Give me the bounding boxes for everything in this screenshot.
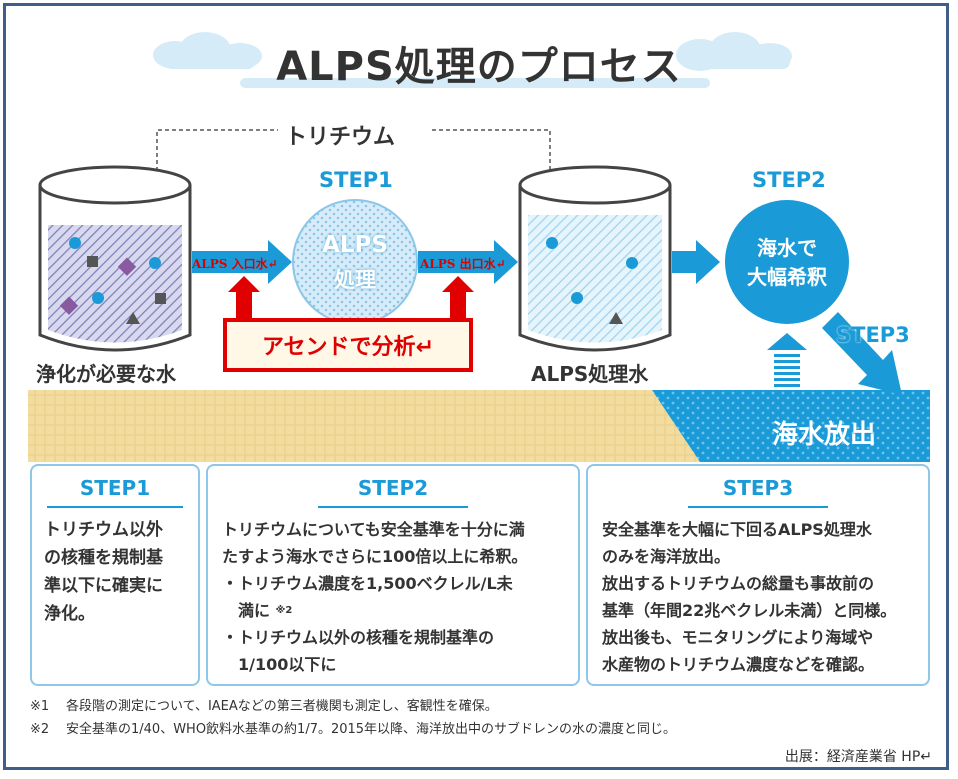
divider [47,506,183,508]
outlet-label: ALPS 出口水↵ [420,257,506,271]
step1-line: トリチウム以外 [44,520,163,540]
step3-line: のみを海洋放出。 [602,547,731,566]
outer-frame [3,3,949,770]
step3-label: STEP3 [836,323,910,347]
sea-release-label: 海水放出 [772,420,877,450]
footnote-1: ※1 各段階の測定について、IAEAなどの第三者機関も測定し、客観性を確保。 [30,695,498,714]
footnote-text: 各段階の測定について、IAEAなどの第三者機関も測定し、客観性を確保。 [66,699,498,714]
step3-line: 放出するトリチウムの総量も事故前の [602,574,875,593]
step3-box: STEP3 安全基準を大幅に下回るALPS処理水 のみを海洋放出。 放出するトリ… [586,464,930,686]
ascend-label: アセンドで分析↵ [262,335,434,360]
step2-box: STEP2 トリチウムについても安全基準を十分に満 たすよう海水でさらに100倍… [206,464,580,686]
alps-circle-line2: 処理 [334,268,376,292]
step3-box-heading: STEP3 [722,476,794,500]
footnote-text: 安全基準の1/40、WHO飲料水基準の約1/7。2015年以降、海洋放出中のサブ… [66,722,677,737]
alps-circle-line1: ALPS [322,232,388,258]
step2-line: トリチウムについても安全基準を十分に満 [222,520,525,539]
tritium-label: トリチウム [285,125,396,150]
footnote-mark: ※1 [30,699,50,714]
alps-circle [292,199,418,325]
page-title: ALPS処理のプロセス [276,44,682,90]
inlet-label: ALPS 入口水↵ [192,257,278,271]
step3-line: 安全基準を大幅に下回るALPS処理水 [602,520,872,539]
step1-line: 浄化。 [44,604,95,624]
source-credit: 出展：経済産業省 HP↵ [784,749,932,765]
diagram-graphic [28,32,930,462]
dilute-circle-line1: 海水で [757,236,817,260]
step3-line: 水産物のトリチウム濃度などを確認。 [602,655,875,674]
tank-right [518,165,672,352]
step1-label: STEP1 [319,168,393,192]
ground [28,390,700,462]
sea [652,390,930,462]
footnote-ref: ※2 [275,605,293,616]
step1-box-heading: STEP1 [79,476,151,500]
divider [318,506,468,508]
step1-line: 準以下に確実に [44,576,163,596]
tank-right-label: ALPS処理水 [531,362,649,386]
tank-left-label: 浄化が必要な水 [36,362,176,386]
footnote-2: ※2 安全基準の1/40、WHO飲料水基準の約1/7。2015年以降、海洋放出中の… [30,718,676,737]
step1-box: STEP1 トリチウム以外 の核種を規制基 準以下に確実に 浄化。 [30,464,200,686]
cloud-decoration [153,32,792,88]
step2-bullet: ・トリチウム濃度を1,500ベクレル/L未 [222,574,513,593]
dilute-circle [725,200,849,324]
step3-line: 基準（年間22兆ベクレル未満）と同様。 [602,601,897,620]
tank-left [38,165,192,352]
step3-line: 放出後も、モニタリングにより海域や [602,628,874,647]
step2-bullet: ・トリチウム以外の核種を規制基準の [222,628,495,647]
step2-bullet-cont: 満に [238,601,271,620]
step2-bullet-cont: 1/100以下に [238,655,337,674]
ascend-analysis-box: アセンドで分析↵ [223,318,473,372]
step2-label: STEP2 [752,168,826,192]
step1-line: の核種を規制基 [44,548,163,568]
step2-box-heading: STEP2 [357,476,429,500]
footnote-mark: ※2 [30,722,50,737]
divider [688,506,828,508]
dilute-circle-line2: 大幅希釈 [747,265,827,289]
step2-line: たすよう海水でさらに100倍以上に希釈。 [222,547,528,566]
